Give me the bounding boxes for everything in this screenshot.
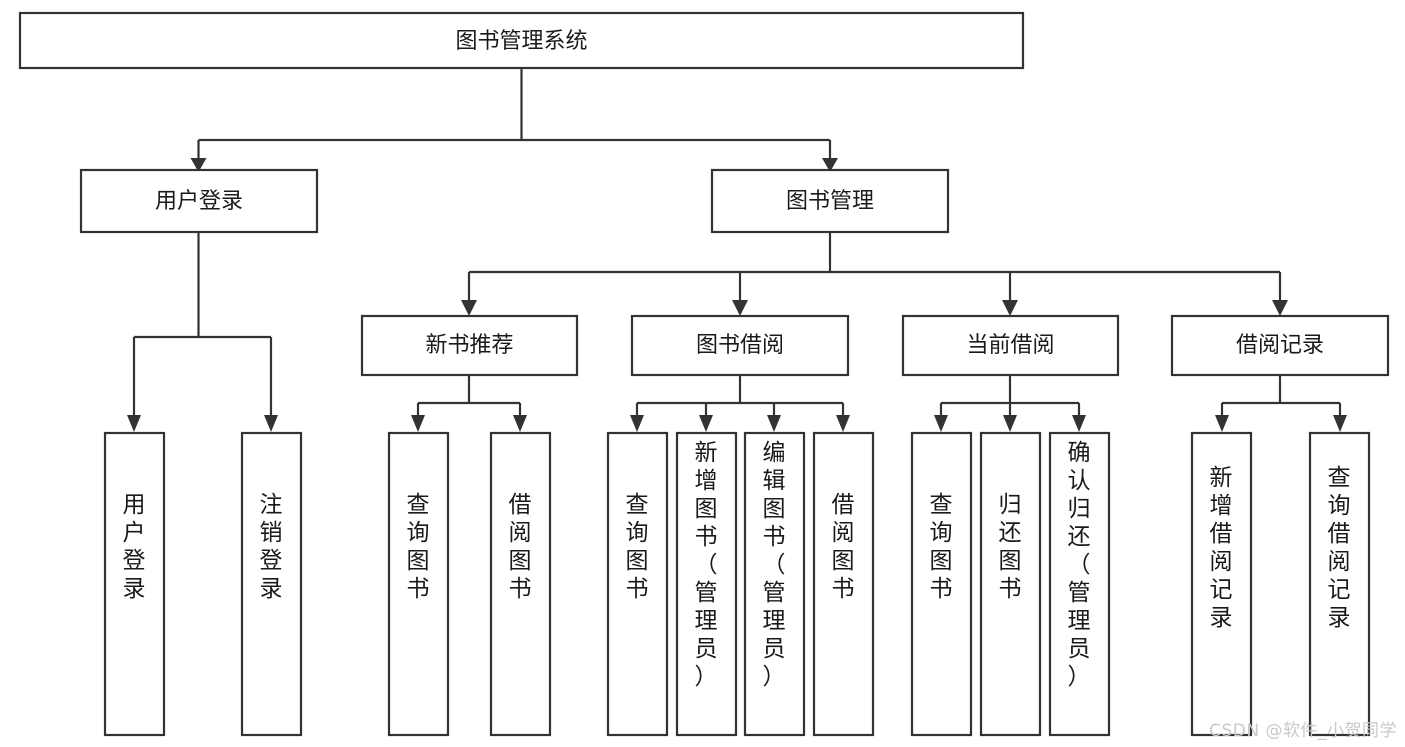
- arrowhead-newbook: [461, 300, 477, 316]
- leaf-label-8: 借阅图书: [832, 492, 855, 602]
- leaf-node[interactable]: 查询图书: [387, 431, 450, 737]
- leaf-node[interactable]: 注销登录: [240, 431, 303, 737]
- arrowhead-leaf-10: [1003, 415, 1017, 432]
- node-current-borrow[interactable]: 当前借阅: [901, 314, 1120, 377]
- leaf-label-2: 注销登录: [260, 492, 283, 602]
- leaf-box-12[interactable]: [1190, 431, 1253, 737]
- leaf-box-7[interactable]: [743, 431, 806, 737]
- leaf-node[interactable]: 用户登录: [103, 431, 166, 737]
- arrowhead-leaf-6: [699, 415, 713, 432]
- node-book-management-label: 图书管理: [786, 189, 874, 214]
- arrowhead-leaf-1: [127, 415, 141, 432]
- leaf-label-4: 借阅图书: [509, 492, 532, 602]
- node-root[interactable]: 图书管理系统: [18, 11, 1025, 70]
- leaf-box-6[interactable]: [675, 431, 738, 737]
- node-root-label: 图书管理系统: [455, 29, 587, 54]
- arrowhead-leaf-4: [513, 415, 527, 432]
- leaf-node[interactable]: 借阅图书: [812, 431, 875, 737]
- leaf-label-6: 新增图书（管理员）: [695, 440, 718, 690]
- connectors-borrow-to-leaves: [630, 375, 850, 432]
- leaf-node[interactable]: 编辑图书（管理员）: [743, 431, 806, 737]
- leaf-box-2[interactable]: [240, 431, 303, 737]
- arrowhead-leaf-8: [836, 415, 850, 432]
- node-user-login-label: 用户登录: [155, 189, 243, 214]
- arrowhead-leaf-11: [1072, 415, 1086, 432]
- arrowhead-user-login: [190, 158, 207, 172]
- arrowhead-current: [1002, 300, 1018, 316]
- connectors-newbook-to-leaves: [411, 375, 527, 432]
- leaf-node[interactable]: 查询图书: [910, 431, 973, 737]
- node-new-book-recommend-label: 新书推荐: [425, 333, 513, 358]
- leaf-label-13: 查询借阅记录: [1328, 465, 1351, 631]
- node-new-book-recommend[interactable]: 新书推荐: [360, 314, 579, 377]
- node-borrow-record-label: 借阅记录: [1236, 333, 1324, 358]
- leaf-box-1[interactable]: [103, 431, 166, 737]
- leaf-node[interactable]: 查询图书: [606, 431, 669, 737]
- leaf-box-11[interactable]: [1048, 431, 1111, 737]
- connectors-records-to-leaves: [1215, 375, 1347, 432]
- leaf-label-7: 编辑图书（管理员）: [763, 440, 786, 690]
- node-user-login[interactable]: 用户登录: [79, 168, 319, 234]
- node-current-borrow-box[interactable]: [901, 314, 1120, 377]
- node-current-borrow-label: 当前借阅: [966, 333, 1054, 358]
- leaf-box-3[interactable]: [387, 431, 450, 737]
- arrowhead-borrow: [732, 300, 748, 316]
- leaf-node[interactable]: 新增图书（管理员）: [675, 431, 738, 737]
- arrowhead-leaf-7: [767, 415, 781, 432]
- leaf-box-13[interactable]: [1308, 431, 1371, 737]
- arrowhead-book-mgmt: [822, 158, 838, 172]
- leaf-box-9[interactable]: [910, 431, 973, 737]
- connectors-user-login-to-leaves: [127, 232, 278, 432]
- leaf-node[interactable]: 新增借阅记录: [1190, 431, 1253, 737]
- leaf-label-3: 查询图书: [407, 492, 430, 602]
- arrowhead-leaf-13: [1333, 415, 1347, 432]
- node-root-box[interactable]: [18, 11, 1025, 70]
- leaf-node[interactable]: 查询借阅记录: [1308, 431, 1371, 737]
- leaf-node[interactable]: 确认归还（管理员）: [1048, 431, 1111, 737]
- node-borrow-record[interactable]: 借阅记录: [1170, 314, 1390, 377]
- connectors-current-to-leaves: [934, 375, 1086, 432]
- leaf-node[interactable]: 借阅图书: [489, 431, 552, 737]
- node-borrow-record-box[interactable]: [1170, 314, 1390, 377]
- node-book-management-box[interactable]: [710, 168, 950, 234]
- leaf-box-4[interactable]: [489, 431, 552, 737]
- node-book-borrow-label: 图书借阅: [696, 333, 784, 358]
- leaf-node[interactable]: 归还图书: [979, 431, 1042, 737]
- node-book-borrow-box[interactable]: [630, 314, 850, 377]
- node-book-borrow[interactable]: 图书借阅: [630, 314, 850, 377]
- leaf-label-9: 查询图书: [930, 492, 953, 602]
- arrowhead-leaf-2: [264, 415, 278, 432]
- connectors-root-to-level2: [190, 68, 838, 172]
- leaf-label-10: 归还图书: [999, 492, 1022, 602]
- leaf-label-11: 确认归还（管理员）: [1068, 440, 1091, 690]
- leaf-box-5[interactable]: [606, 431, 669, 737]
- node-book-management[interactable]: 图书管理: [710, 168, 950, 234]
- connectors-book-mgmt-to-level3: [461, 232, 1288, 316]
- leaf-label-5: 查询图书: [626, 492, 649, 602]
- leaf-label-1: 用户登录: [123, 492, 146, 602]
- node-new-book-recommend-box[interactable]: [360, 314, 579, 377]
- node-user-login-box[interactable]: [79, 168, 319, 234]
- leaf-box-10[interactable]: [979, 431, 1042, 737]
- arrowhead-leaf-12: [1215, 415, 1229, 432]
- leaf-label-12: 新增借阅记录: [1210, 465, 1233, 631]
- leaf-box-8[interactable]: [812, 431, 875, 737]
- arrowhead-leaf-9: [934, 415, 948, 432]
- arrowhead-leaf-3: [411, 415, 425, 432]
- arrowhead-leaf-5: [630, 415, 644, 432]
- arrowhead-records: [1272, 300, 1288, 316]
